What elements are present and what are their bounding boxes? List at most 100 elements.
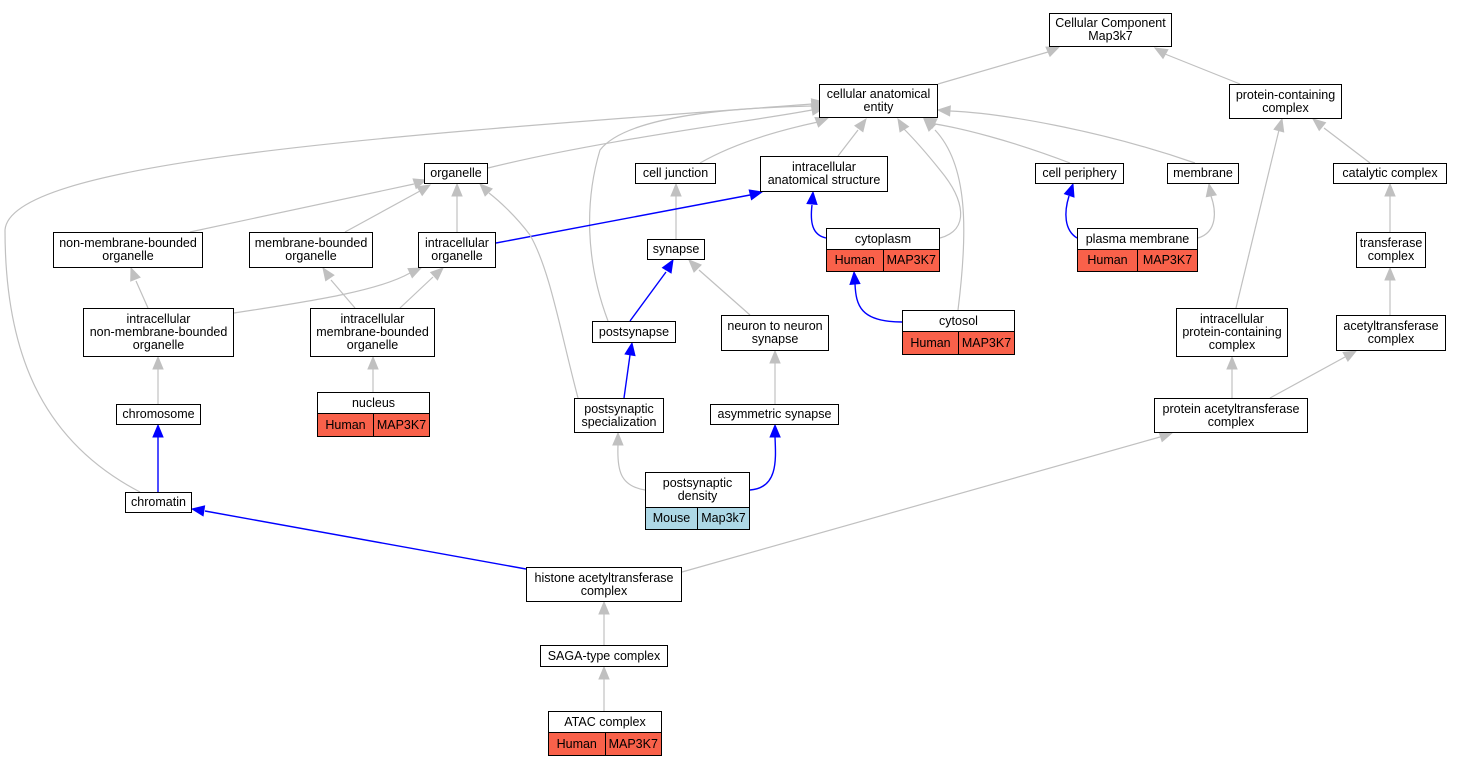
node-postsynaptic-density-species: Mouse — [646, 508, 697, 529]
arrowhead-postsynaptic-specialization-to-postsynapse — [624, 341, 636, 357]
arrowhead-asymmetric-synapse-to-neuron-to-neuron-synapse — [769, 349, 781, 364]
node-intracellular-membrane-bounded-organelle[interactable]: intracellular membrane-bounded organelle — [310, 308, 435, 357]
node-cell-periphery[interactable]: cell periphery — [1035, 163, 1124, 184]
edge-chromatin-to-cellular-anatomical-entity — [4, 103, 813, 493]
node-postsynapse[interactable]: postsynapse — [592, 321, 676, 343]
edge-intracellular-membrane-bounded-organelle-to-intracellular-organelle — [399, 276, 434, 309]
arrowhead-synapse-to-cell-junction — [670, 182, 682, 197]
node-plasma-membrane-species: Human — [1078, 250, 1137, 271]
node-nucleus-species: Human — [318, 414, 373, 436]
arrowhead-plasma-membrane-to-cell-periphery — [1063, 182, 1075, 198]
arrowhead-plasma-membrane-to-membrane — [1205, 182, 1218, 198]
arrowhead-protein-acetyltransferase-complex-to-intracellular-protein-containing-complex — [1226, 355, 1238, 370]
node-plasma-membrane-gene: MAP3K7 — [1137, 250, 1197, 271]
edge-non-membrane-bounded-organelle-to-organelle — [189, 183, 415, 233]
node-plasma-membrane[interactable]: plasma membrane Human MAP3K7 — [1077, 228, 1198, 272]
edge-cytoplasm-to-intracellular-anatomical-structure — [810, 204, 827, 239]
arrowhead-cellular-anatomical-entity-to-cellular-component — [1045, 46, 1061, 58]
node-nucleus-gene: MAP3K7 — [373, 414, 429, 436]
arrowhead-intracellular-non-membrane-bounded-organelle-to-non-membrane-bounded-organelle — [130, 266, 141, 282]
node-saga-type-complex[interactable]: SAGA-type complex — [540, 645, 668, 667]
arrowhead-intracellular-anatomical-structure-to-cellular-anatomical-entity — [854, 117, 867, 133]
node-membrane-bounded-organelle[interactable]: membrane-bounded organelle — [249, 232, 373, 268]
node-histone-acetyltransferase-complex[interactable]: histone acetyltransferase complex — [526, 567, 682, 602]
edge-intracellular-non-membrane-bounded-organelle-to-non-membrane-bounded-organelle — [135, 280, 149, 309]
edge-postsynaptic-density-to-postsynaptic-specialization — [617, 444, 646, 491]
edge-intracellular-non-membrane-bounded-organelle-to-intracellular-organelle — [233, 272, 411, 314]
node-intracellular-anatomical-structure[interactable]: intracellular anatomical structure — [760, 156, 888, 192]
edge-intracellular-organelle-to-intracellular-anatomical-structure — [495, 194, 751, 244]
node-protein-acetyltransferase-complex[interactable]: protein acetyltransferase complex — [1154, 398, 1308, 433]
node-intracellular-protein-containing-complex[interactable]: intracellular protein-containing complex — [1176, 308, 1288, 357]
arrowhead-non-membrane-bounded-organelle-to-organelle — [412, 178, 428, 190]
arrowhead-intracellular-organelle-to-intracellular-anatomical-structure — [748, 189, 764, 201]
edge-protein-acetyltransferase-complex-to-acetyltransferase-complex — [1269, 356, 1346, 399]
edge-membrane-to-cellular-anatomical-entity — [949, 110, 1196, 164]
node-non-membrane-bounded-organelle[interactable]: non-membrane-bounded organelle — [53, 232, 203, 268]
node-atac-complex-gene: MAP3K7 — [604, 733, 661, 755]
arrowhead-cytosol-to-cytoplasm — [849, 270, 861, 285]
node-intracellular-organelle[interactable]: intracellular organelle — [418, 232, 496, 268]
edge-postsynaptic-specialization-to-organelle — [488, 192, 579, 399]
edge-intracellular-anatomical-structure-to-cellular-anatomical-entity — [837, 129, 859, 157]
node-membrane[interactable]: membrane — [1167, 163, 1239, 184]
node-organelle[interactable]: organelle — [424, 163, 488, 184]
node-cytoplasm-gene: MAP3K7 — [882, 250, 939, 271]
arrowhead-membrane-to-cellular-anatomical-entity — [936, 105, 951, 117]
edge-postsynaptic-density-to-asymmetric-synapse — [749, 436, 777, 491]
node-cytoplasm[interactable]: cytoplasm Human MAP3K7 — [826, 228, 940, 272]
arrowhead-cytoplasm-to-intracellular-anatomical-structure — [806, 190, 818, 205]
arrowhead-histone-acetyltransferase-complex-to-protein-acetyltransferase-complex — [1158, 431, 1174, 443]
node-cellular-anatomical-entity[interactable]: cellular anatomical entity — [819, 84, 938, 118]
node-synapse[interactable]: synapse — [647, 239, 705, 260]
arrowhead-membrane-bounded-organelle-to-organelle — [416, 184, 432, 197]
arrowhead-acetyltransferase-complex-to-transferase-complex — [1384, 266, 1396, 281]
node-asymmetric-synapse[interactable]: asymmetric synapse — [710, 404, 839, 425]
edge-histone-acetyltransferase-complex-to-protein-acetyltransferase-complex — [681, 436, 1161, 573]
edge-postsynaptic-specialization-to-postsynapse — [623, 354, 631, 399]
node-postsynaptic-density[interactable]: postsynaptic density Mouse Map3k7 — [645, 472, 750, 530]
node-atac-complex[interactable]: ATAC complex Human MAP3K7 — [548, 711, 662, 756]
node-plasma-membrane-label: plasma membrane — [1078, 229, 1197, 250]
node-cytosol-gene: MAP3K7 — [958, 332, 1014, 354]
arrowhead-intracellular-membrane-bounded-organelle-to-intracellular-organelle — [429, 267, 444, 281]
edge-intracellular-protein-containing-complex-to-protein-containing-complex — [1235, 129, 1280, 309]
node-chromosome[interactable]: chromosome — [116, 404, 201, 425]
arrowhead-postsynaptic-specialization-to-organelle — [479, 183, 493, 197]
node-postsynaptic-density-label: postsynaptic density — [646, 473, 749, 508]
node-nucleus-label: nucleus — [318, 393, 429, 414]
edge-organelle-to-cellular-anatomical-entity — [487, 109, 813, 169]
arrowhead-postsynaptic-density-to-postsynaptic-specialization — [612, 431, 624, 446]
node-cellular-component[interactable]: Cellular Component Map3k7 — [1049, 13, 1172, 47]
arrowhead-catalytic-complex-to-protein-containing-complex — [1311, 118, 1327, 132]
node-atac-complex-label: ATAC complex — [549, 712, 661, 733]
arrowhead-cell-junction-to-cellular-anatomical-entity — [814, 116, 830, 128]
arrowhead-nucleus-to-intracellular-membrane-bounded-organelle — [367, 355, 379, 370]
arrowhead-histone-acetyltransferase-complex-to-chromatin — [190, 505, 206, 517]
arrowhead-intracellular-protein-containing-complex-to-protein-containing-complex — [1273, 117, 1285, 133]
node-postsynaptic-density-gene: Map3k7 — [697, 508, 749, 529]
node-transferase-complex[interactable]: transferase complex — [1356, 232, 1426, 268]
arrowhead-postsynaptic-density-to-asymmetric-synapse — [769, 423, 781, 438]
node-postsynaptic-specialization[interactable]: postsynaptic specialization — [574, 398, 664, 433]
node-cytoplasm-species: Human — [827, 250, 883, 271]
arrowhead-chromatin-to-chromosome — [152, 423, 164, 438]
edge-plasma-membrane-to-membrane — [1197, 195, 1215, 239]
arrowhead-transferase-complex-to-catalytic-complex — [1384, 182, 1396, 197]
node-cell-junction[interactable]: cell junction — [635, 163, 716, 184]
node-cytoplasm-label: cytoplasm — [827, 229, 939, 250]
node-acetyltransferase-complex[interactable]: acetyltransferase complex — [1336, 315, 1446, 351]
edge-cell-periphery-to-cellular-anatomical-entity — [934, 123, 1071, 164]
node-chromatin[interactable]: chromatin — [125, 492, 192, 513]
arrowhead-neuron-to-neuron-synapse-to-synapse — [688, 259, 702, 273]
edge-histone-acetyltransferase-complex-to-chromatin — [204, 510, 527, 570]
node-intracellular-non-membrane-bounded-organelle[interactable]: intracellular non-membrane-bounded organ… — [83, 308, 234, 357]
node-nucleus[interactable]: nucleus Human MAP3K7 — [317, 392, 430, 437]
node-protein-containing-complex[interactable]: protein-containing complex — [1229, 84, 1342, 119]
node-catalytic-complex[interactable]: catalytic complex — [1333, 163, 1447, 184]
node-neuron-to-neuron-synapse[interactable]: neuron to neuron synapse — [721, 315, 829, 351]
node-atac-complex-species: Human — [549, 733, 605, 755]
node-cytosol[interactable]: cytosol Human MAP3K7 — [902, 310, 1015, 355]
arrowhead-saga-type-complex-to-histone-acetyltransferase-complex — [598, 600, 610, 615]
